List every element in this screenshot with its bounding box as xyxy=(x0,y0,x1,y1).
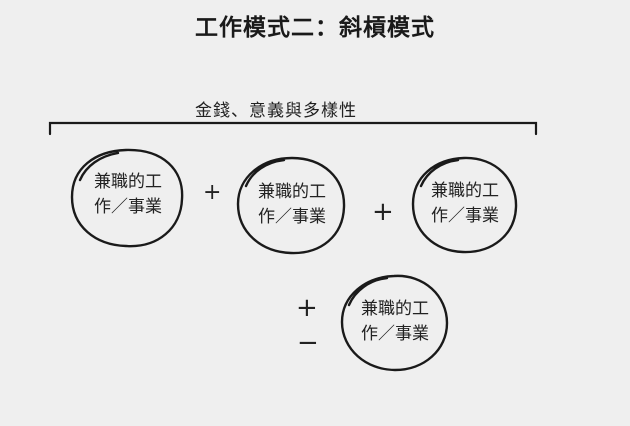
grouping-bracket xyxy=(48,121,538,136)
plus-operator-1: + xyxy=(203,180,222,205)
circle-label-line: 兼職的工 xyxy=(361,299,429,319)
circle-label-line: 作／事業 xyxy=(361,324,429,344)
circle-label-3: 兼職的工 作／事業 xyxy=(414,179,516,229)
circle-label-line: 作／事業 xyxy=(431,206,499,226)
circle-outline-2 xyxy=(236,156,346,255)
circle-label-line: 兼職的工 xyxy=(258,182,326,202)
circle-label-line: 兼職的工 xyxy=(431,181,499,201)
diagram-title: 工作模式二：斜槓模式 xyxy=(195,15,435,41)
circle-label-line: 作／事業 xyxy=(258,207,326,227)
brace-label: 金錢、意義與多樣性 xyxy=(195,101,357,121)
circle-label-4: 兼職的工 作／事業 xyxy=(343,297,447,347)
circle-label-line: 兼職的工 xyxy=(94,172,162,192)
circle-outline-4 xyxy=(340,274,449,372)
circle-label-1: 兼職的工 作／事業 xyxy=(74,170,182,220)
plus-operator-2: + xyxy=(372,197,394,227)
circle-outline-1 xyxy=(70,148,184,248)
circle-label-2: 兼職的工 作／事業 xyxy=(240,180,344,230)
plus-operator-3: + xyxy=(296,293,318,323)
minus-operator: − xyxy=(297,328,319,358)
circle-outline-3 xyxy=(411,156,518,254)
circle-label-line: 作／事業 xyxy=(94,197,162,217)
